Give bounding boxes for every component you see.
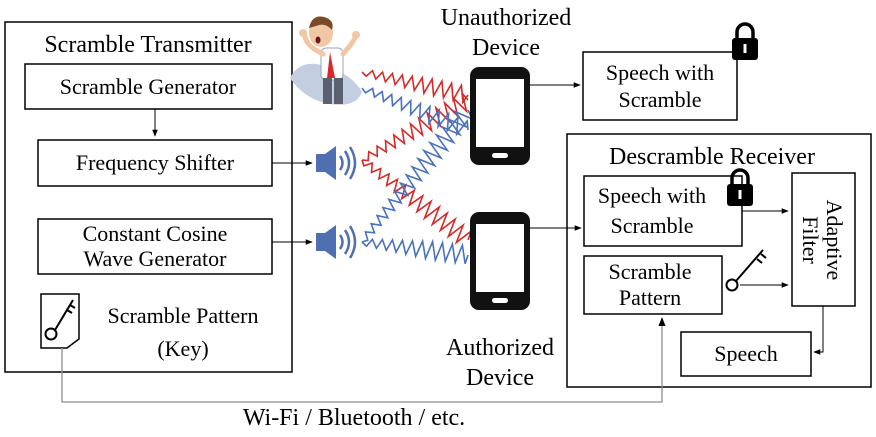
red-wave-to-authorized	[361, 159, 473, 245]
scramble-transmitter: Scramble Transmitter Scramble Generator …	[4, 21, 293, 373]
svg-text:Adaptive: Adaptive	[822, 200, 847, 281]
authorized-device-label-1: Authorized	[446, 335, 554, 361]
speech-output-box	[680, 331, 812, 377]
unauthorized-device-label-2: Device	[472, 35, 540, 61]
unauthorized-speech-label-2: Scramble	[618, 87, 701, 112]
unauthorized-speech-scramble-box	[582, 51, 738, 121]
link-label: Wi-Fi / Bluetooth / etc.	[243, 405, 465, 431]
lock-icon	[730, 22, 760, 62]
descramble-receiver: Descramble Receiver Speech with Scramble…	[566, 133, 872, 388]
receiver-frame	[566, 133, 872, 388]
receiver-speech-scramble-box	[583, 175, 743, 247]
authorized-device-label-2: Device	[466, 365, 534, 391]
receiver-speech-label-2: Scramble	[610, 213, 693, 238]
cosine-generator-box	[37, 218, 273, 275]
key-sharing-link	[61, 317, 666, 403]
frequency-shifter-label: Frequency Shifter	[76, 150, 235, 175]
receiver-speech-label-1: Speech with	[598, 183, 706, 208]
unauthorized-speech-label-1: Speech with	[606, 60, 714, 85]
transmitter-frame	[4, 21, 293, 373]
blue-wave-to-authorized	[361, 237, 469, 266]
transmitter-title: Scramble Transmitter	[44, 32, 251, 58]
sound-waves	[361, 69, 474, 266]
smartphone-icon	[470, 212, 530, 310]
adaptive-filter-label: Adaptive Filter	[798, 200, 847, 281]
scramble-generator-label: Scramble Generator	[60, 74, 237, 99]
scramble-generator-box	[24, 63, 273, 110]
scramble-pattern-label-2: (Key)	[157, 336, 208, 361]
smartphone-icon	[470, 67, 530, 165]
red-wave-to-unauthorized	[361, 92, 469, 162]
key-icon	[725, 249, 767, 292]
speech-output-label: Speech	[714, 341, 778, 366]
scramble-pattern-label-1: Scramble Pattern	[108, 303, 259, 328]
cosine-generator-label-1: Constant Cosine	[83, 221, 228, 246]
receiver-pattern-label-2: Pattern	[619, 285, 681, 310]
red-wave-from-person	[361, 69, 469, 105]
speaker-icon	[314, 144, 357, 182]
adaptive-filter-box	[791, 172, 856, 307]
annoyed-person-icon	[290, 16, 362, 105]
receiver-scramble-pattern-box	[583, 255, 723, 315]
unauthorized-device-label-1: Unauthorized	[441, 5, 572, 31]
cosine-generator-label-2: Wave Generator	[84, 246, 228, 271]
receiver-title: Descramble Receiver	[609, 144, 815, 170]
receiver-pattern-label-1: Scramble	[608, 259, 691, 284]
blue-wave-from-person	[361, 87, 469, 137]
speaker-icon	[314, 223, 357, 261]
filter-to-speech-arrow	[813, 306, 824, 355]
key-icon	[40, 293, 80, 349]
svg-text:Filter: Filter	[798, 216, 823, 264]
